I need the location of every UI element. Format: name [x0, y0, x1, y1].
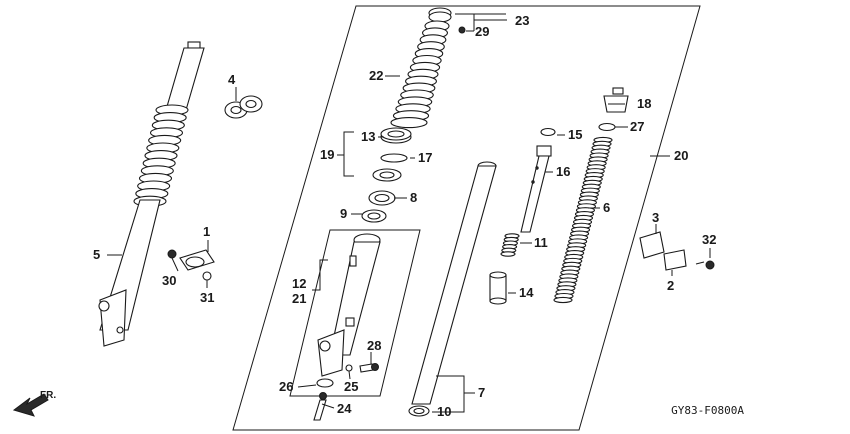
- callout-5: 5: [93, 247, 100, 262]
- callout-30: 30: [162, 273, 176, 288]
- callout-21: 21: [292, 291, 306, 306]
- callout-25: 25: [344, 379, 358, 394]
- callout-16: 16: [556, 164, 570, 179]
- callout-1: 1: [203, 224, 210, 239]
- callout-28: 28: [367, 338, 381, 353]
- callout-17: 17: [418, 150, 432, 165]
- callout-10: 10: [437, 404, 451, 419]
- callout-7: 7: [478, 385, 485, 400]
- callout-23: 23: [515, 13, 529, 28]
- callout-29: 29: [475, 24, 489, 39]
- callout-8: 8: [410, 190, 417, 205]
- direction-label: FR.: [40, 390, 56, 401]
- callout-13: 13: [361, 129, 375, 144]
- boot-cap: [428, 7, 466, 34]
- callout-9: 9: [340, 206, 347, 221]
- callout-32: 32: [702, 232, 716, 247]
- callout-4: 4: [228, 72, 236, 87]
- slider-subassembly-boundary: [289, 229, 421, 397]
- callout-3: 3: [652, 210, 659, 225]
- callout-22: 22: [369, 68, 383, 83]
- dust-seal-pair: [224, 95, 263, 119]
- leader-lines: [107, 13, 711, 413]
- damper-rod-group: [489, 127, 556, 305]
- callout-11: 11: [534, 235, 548, 250]
- oil-seal-set: [361, 127, 412, 223]
- slider-fasteners: [313, 363, 379, 421]
- rubber-boot: [390, 20, 450, 129]
- callout-26: 26: [279, 379, 293, 394]
- callout-27: 27: [630, 119, 644, 134]
- callout-14: 14: [519, 285, 534, 300]
- callout-12: 12: [292, 276, 306, 291]
- callout-labels: 1 2 3 4 5 6 7 8 9 10 11 12 13 14 15 16 1…: [93, 13, 716, 419]
- callout-6: 6: [603, 200, 610, 215]
- callout-19: 19: [320, 147, 334, 162]
- callout-24: 24: [337, 401, 352, 416]
- inner-fork-tube: [408, 161, 497, 417]
- callout-20: 20: [674, 148, 688, 163]
- callout-15: 15: [568, 127, 582, 142]
- fork-slider: [317, 233, 381, 377]
- callout-2: 2: [667, 278, 674, 293]
- fork-clamp: [167, 249, 215, 281]
- callout-18: 18: [637, 96, 651, 111]
- fork-spring-group: [553, 87, 629, 304]
- fork-leg-assembly: [98, 41, 205, 347]
- front-direction-arrow-icon: FR.: [12, 390, 56, 417]
- bracket-set: [639, 231, 715, 271]
- assembly-boundary: [232, 5, 701, 431]
- callout-31: 31: [200, 290, 214, 305]
- drawing-code: GY83-F0800A: [671, 404, 744, 417]
